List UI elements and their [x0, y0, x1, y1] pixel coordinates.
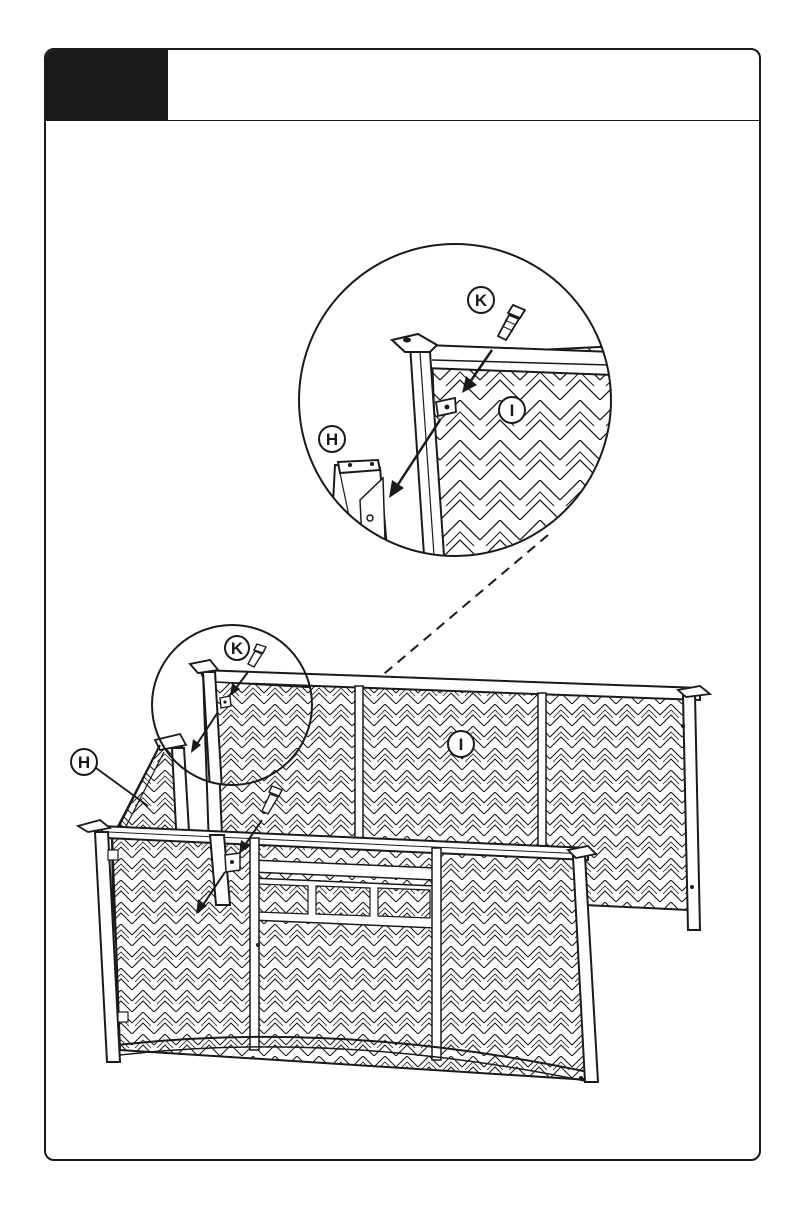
- label-h-callout: H: [319, 426, 345, 452]
- svg-text:K: K: [475, 291, 488, 310]
- svg-text:H: H: [326, 430, 338, 449]
- svg-text:I: I: [459, 735, 464, 754]
- bolt-icon: [498, 305, 525, 340]
- svg-text:K: K: [231, 639, 244, 658]
- gazebo-frame-assembly: [78, 660, 710, 1082]
- label-i-callout: I: [499, 397, 525, 423]
- label-i-callout: I: [448, 731, 474, 757]
- detail-magnified-view: K I H: [299, 244, 640, 570]
- label-h-callout: H: [71, 749, 148, 806]
- svg-text:I: I: [510, 401, 515, 420]
- bolt-icon: [248, 644, 266, 667]
- svg-text:H: H: [78, 753, 90, 772]
- label-k-callout: K: [468, 287, 494, 313]
- label-k-callout: K: [225, 636, 249, 660]
